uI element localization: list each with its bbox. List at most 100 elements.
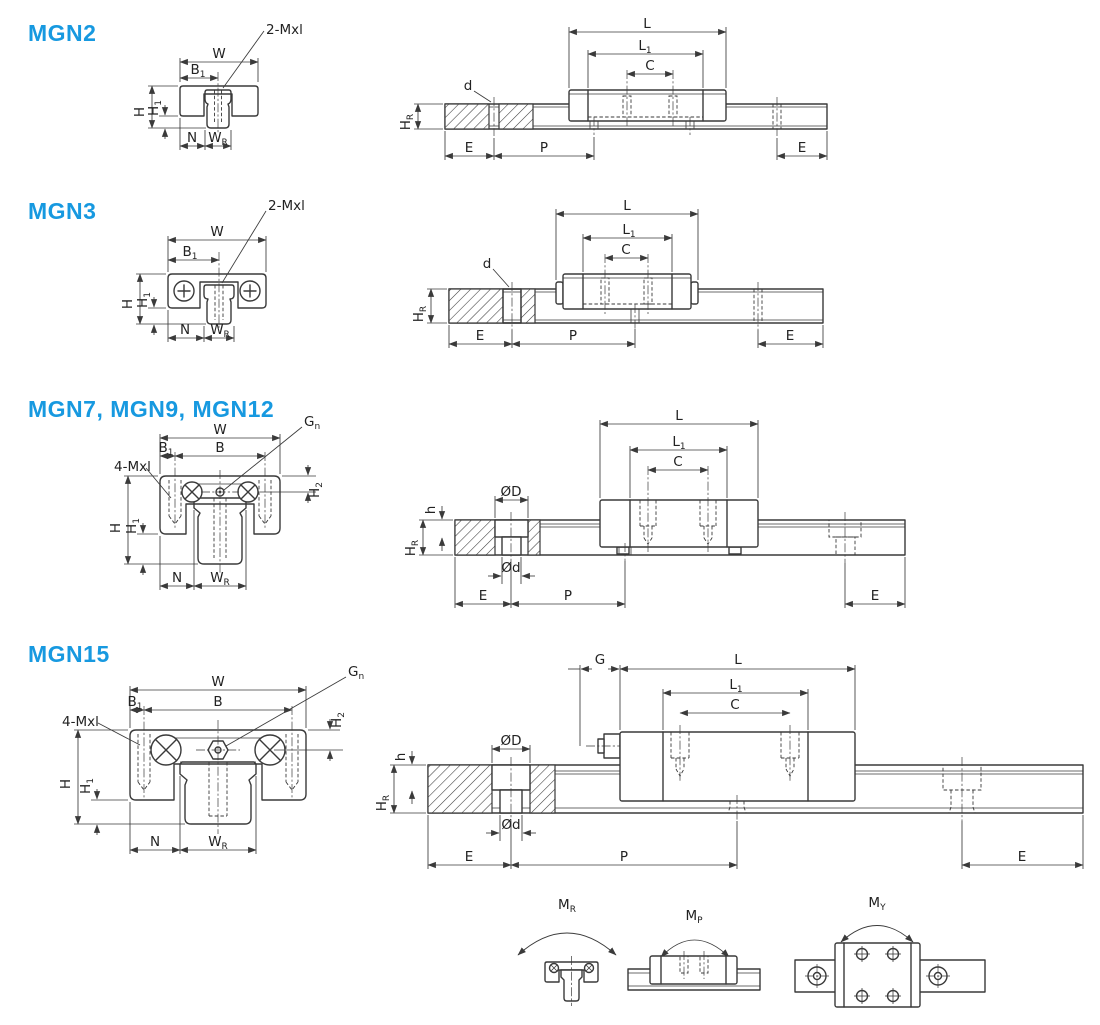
label-sub: R <box>224 330 230 340</box>
rail-profile <box>204 89 232 129</box>
label-sub: R <box>222 138 228 148</box>
dim-label-e-right: E <box>786 328 795 344</box>
dim-label-l1: L1 <box>622 222 635 240</box>
mgn3-cross-section: 2-Mxl W B1 H H1 N WR <box>120 198 305 342</box>
label-base: L <box>638 38 646 54</box>
label-base: B <box>159 440 168 456</box>
svg-text:h: h <box>423 506 439 515</box>
label-base: L <box>729 677 737 693</box>
label-sub: 1 <box>168 448 174 458</box>
dim-label-h2: H2 <box>329 712 347 728</box>
rail-mounting-hole <box>805 964 829 988</box>
label-base: H <box>135 298 151 308</box>
leader-line <box>97 722 141 746</box>
dim-label-n: N <box>172 570 182 586</box>
label-sub: 1 <box>132 518 142 524</box>
retaining-screw <box>239 280 261 302</box>
dim-label-w: W <box>212 46 225 62</box>
label-base: B <box>191 62 200 78</box>
label-base: W <box>208 130 221 146</box>
carriage <box>599 466 759 555</box>
dim-label-w: W <box>211 674 224 690</box>
dim-label-l: L <box>643 16 651 32</box>
dim-label-e-right: E <box>1018 849 1027 865</box>
rail-holes <box>727 757 982 821</box>
label-sub: n <box>314 422 320 432</box>
label-base: M <box>685 908 697 924</box>
svg-text:H: H <box>108 523 124 533</box>
rail-profile <box>203 284 235 325</box>
dim-label-wr: WR <box>210 322 230 340</box>
svg-text:H: H <box>58 779 74 789</box>
dim-label-h1: H1 <box>146 100 164 116</box>
rail-cut-hatch <box>454 519 496 556</box>
rail-holes <box>618 512 862 563</box>
label-sub: 1 <box>192 252 198 262</box>
label-sub: Y <box>879 903 886 913</box>
dim-label-w: W <box>213 422 226 438</box>
label-sub: 1 <box>137 702 143 712</box>
svg-text:H: H <box>120 299 136 309</box>
ball-cross-section <box>237 481 259 503</box>
svg-text:H1: H1 <box>146 100 164 116</box>
svg-text:HR: HR <box>374 795 392 811</box>
dim-label-b: B <box>213 694 222 710</box>
label-base: H <box>398 120 414 130</box>
carriage-tapped-hole <box>854 988 870 1004</box>
label-base: G <box>348 664 358 680</box>
dim-label-depth: h <box>423 506 439 515</box>
rail-cut-hatch <box>520 288 536 324</box>
dim-label-e-left: E <box>479 588 488 604</box>
end-seal <box>690 281 699 305</box>
carriage-tapped-hole <box>622 95 632 118</box>
dim-label-c: C <box>673 454 682 470</box>
dim-label-h1: H1 <box>78 778 96 794</box>
leader-line <box>145 467 172 499</box>
section-title-mgn2: MGN2 <box>28 20 97 46</box>
carriage-block <box>179 85 259 117</box>
dim-label-c: C <box>621 242 630 258</box>
dim-label-l: L <box>734 652 742 668</box>
rail-cut-hatch <box>444 103 490 130</box>
dim-label-h: H <box>108 523 124 533</box>
label-base: W <box>208 834 221 850</box>
carriage-tapped-hole <box>668 95 678 118</box>
mounting-hole <box>168 452 182 530</box>
label-sub: n <box>358 672 364 682</box>
rail-counterbore <box>491 757 531 821</box>
rail-cut-hatch <box>448 288 504 324</box>
roll-arrow <box>517 932 617 956</box>
moment-label-mp: MP <box>685 908 703 926</box>
label-sub: R <box>382 795 392 801</box>
dim-label-wr: WR <box>208 130 228 148</box>
rail-profile <box>179 761 257 825</box>
end-seal <box>555 281 564 305</box>
label-sub: 1 <box>143 292 153 298</box>
carriage-tapped-hole <box>639 466 657 552</box>
label-base: M <box>558 897 570 913</box>
label-base: M <box>868 895 880 911</box>
mounting-hole <box>258 452 272 530</box>
carriage-block <box>159 475 281 535</box>
label-sub: R <box>411 540 421 546</box>
label-sub: 1 <box>737 685 743 695</box>
dim-label-hr: HR <box>374 795 392 811</box>
dim-label-h2: H2 <box>307 482 325 498</box>
label-sub: R <box>224 578 230 588</box>
label-sub: R <box>406 114 416 120</box>
moment-yaw-diagram: MY <box>794 895 986 1008</box>
rail-cut-hatch <box>427 764 493 814</box>
carriage-tapped-hole <box>670 725 690 783</box>
dim-label-h: H <box>132 107 148 117</box>
dim-label-l1: L1 <box>638 38 651 56</box>
label-sub: P <box>697 916 703 926</box>
dim-label-e-left: E <box>465 140 474 156</box>
svg-text:H1: H1 <box>124 518 142 534</box>
dim-label-wr: WR <box>208 834 228 852</box>
label-base: H <box>124 524 140 534</box>
dim-label-e-right: E <box>798 140 807 156</box>
label-sub: R <box>419 306 429 312</box>
carriage-tapped-hole <box>699 466 717 552</box>
carriage <box>555 254 699 314</box>
